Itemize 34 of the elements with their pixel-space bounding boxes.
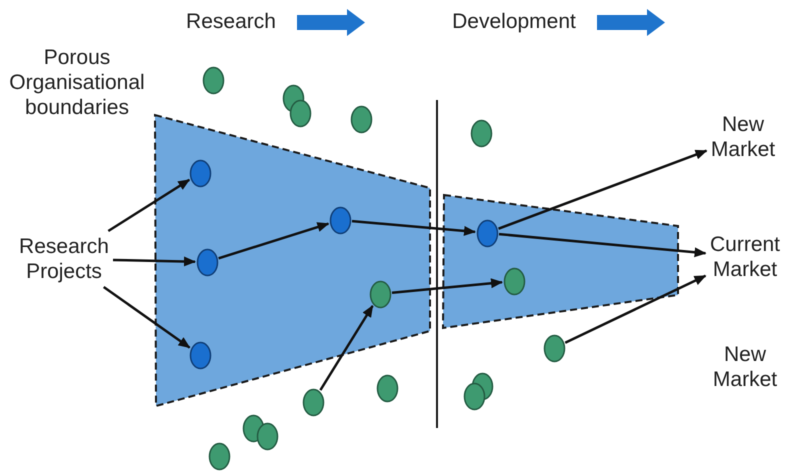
dot-icon: [256, 422, 278, 450]
arrow: [498, 232, 706, 258]
arrow: [498, 150, 708, 230]
arrow: [108, 178, 190, 232]
dot-icon: [328, 206, 352, 234]
dot-icon: [350, 104, 372, 134]
arrow: [112, 256, 196, 266]
dot-icon: [376, 374, 398, 402]
dot-icon: [542, 334, 566, 362]
dot-icon: [302, 388, 324, 416]
dot-icon: [188, 158, 212, 188]
annotation-text: Porous Organisational boundaries: [8, 45, 146, 120]
project-label: Research Projects: [18, 234, 110, 284]
arrow: [102, 286, 190, 349]
dot-icon: [208, 442, 230, 470]
dot-icon: [502, 266, 526, 296]
dot-icon: [196, 248, 218, 276]
dot-icon: [288, 98, 312, 128]
phase-heading: Research: [185, 9, 277, 34]
market-label: New Market: [710, 112, 776, 162]
dot-icon: [188, 340, 212, 370]
arrow: [218, 222, 330, 260]
dot-icon: [202, 66, 224, 94]
market-label: New Market: [712, 342, 778, 392]
arrow: [319, 305, 374, 391]
market-label: Current Market: [708, 232, 782, 282]
dot-icon: [476, 218, 498, 248]
dot-icon: [368, 280, 392, 308]
dot-icon: [470, 118, 492, 148]
phase-heading: Development: [451, 9, 577, 34]
arrow: [352, 220, 476, 236]
dot-icon: [462, 382, 486, 410]
arrow: [564, 274, 706, 344]
arrow: [392, 278, 503, 294]
